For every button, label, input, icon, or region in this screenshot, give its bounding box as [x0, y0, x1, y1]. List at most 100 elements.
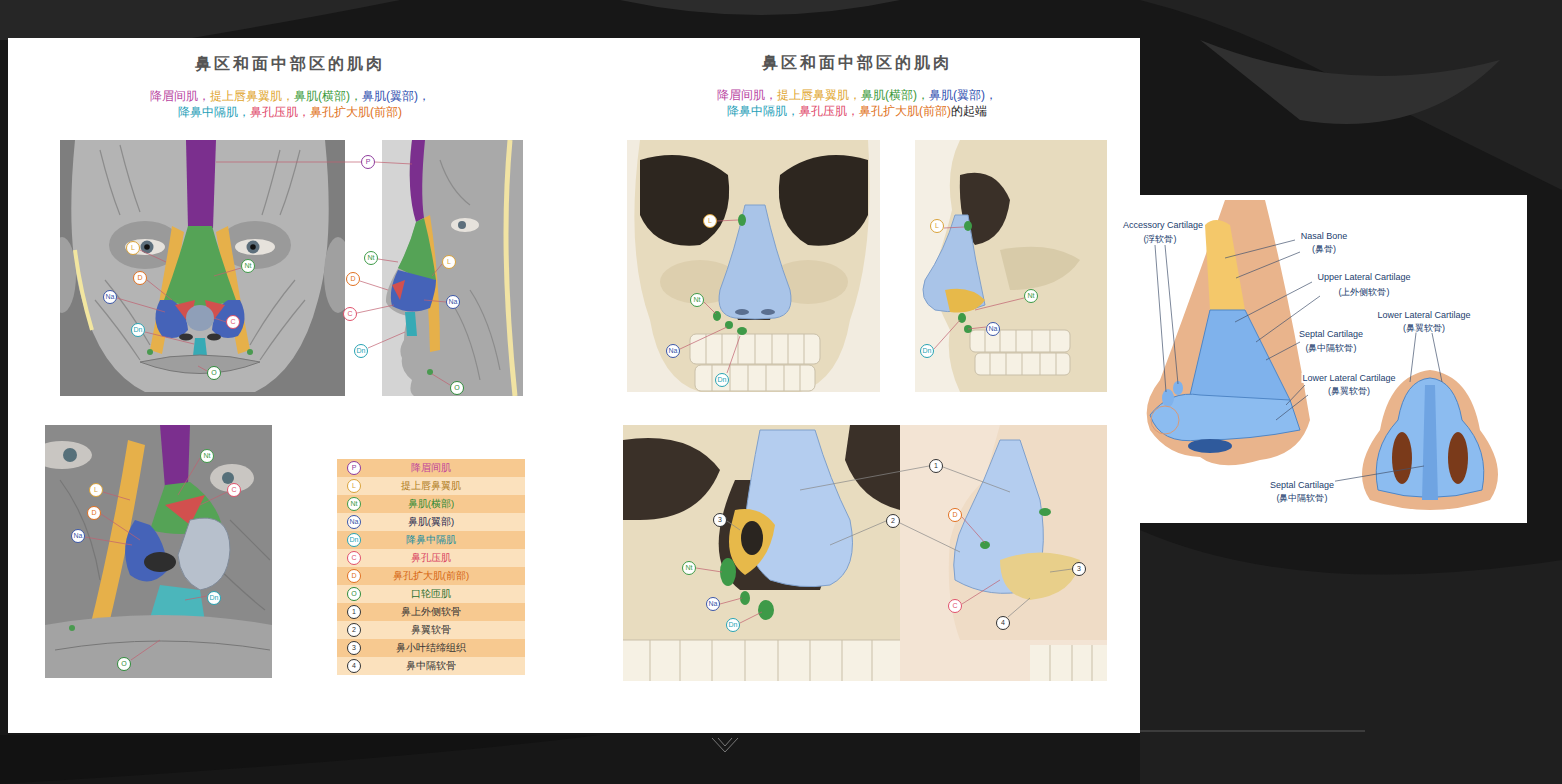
nose-closeup	[160, 425, 190, 488]
callout-letter: O	[207, 366, 221, 380]
leader-line	[1266, 342, 1300, 360]
face-profile	[458, 221, 466, 229]
background	[712, 738, 738, 752]
leader-line	[85, 458, 227, 660]
callout-letter: Nt	[241, 259, 255, 273]
part-label: (浮软骨)	[1143, 234, 1178, 244]
cartilage-diagram	[1448, 432, 1468, 484]
face-front	[60, 237, 76, 313]
face-front	[207, 334, 221, 341]
face-front	[164, 226, 236, 306]
table-key: L	[347, 479, 361, 493]
legend-table-rows	[337, 567, 525, 585]
face-front	[247, 241, 260, 254]
callout-letter: C	[226, 315, 240, 329]
face-front	[141, 241, 154, 254]
nose-closeup	[55, 641, 270, 650]
face-front	[324, 237, 345, 313]
face-profile	[382, 140, 523, 396]
callout-letter: Dn	[131, 323, 145, 337]
skull-front	[695, 365, 815, 391]
legend-table-rows	[337, 621, 525, 639]
skull-closeup	[623, 425, 1107, 681]
subtitle-term: 鼻肌(翼部)，	[362, 89, 430, 103]
callout-letter: Na	[666, 344, 680, 358]
part-label: (鼻骨)	[1311, 244, 1337, 254]
skull-closeup	[623, 425, 900, 681]
part-label: (鼻翼软骨)	[1327, 386, 1371, 396]
subtitle-term: 鼻孔压肌，	[799, 104, 859, 118]
callout-letter: O	[117, 657, 131, 671]
callout-letter: C	[343, 307, 357, 321]
skull-front	[725, 321, 733, 329]
table-cell: 鼻孔扩大肌(前部)	[393, 570, 469, 583]
nose-closeup	[45, 425, 272, 678]
face-front	[179, 334, 193, 341]
skull-closeup	[1000, 553, 1080, 601]
face-front	[140, 355, 260, 374]
cartilage-diagram	[1422, 385, 1438, 500]
callout-letter: L	[703, 214, 717, 228]
cartilage-diagram	[1392, 432, 1412, 484]
callout-letter: 4	[996, 616, 1010, 630]
subtitle-term: 提上唇鼻翼肌，	[777, 88, 861, 102]
nose-closeup	[45, 441, 92, 469]
callout-letter: C	[227, 483, 241, 497]
callout-letter: Na	[71, 529, 85, 543]
leader-line	[1225, 240, 1300, 278]
nose-closeup	[144, 552, 176, 572]
legend-table-rows	[337, 513, 525, 531]
leader-line	[727, 466, 1072, 617]
panel-title: 鼻区和面中部区的肌肉	[195, 54, 385, 75]
part-label: Accessory Cartilage	[1122, 220, 1204, 230]
background	[620, 0, 900, 15]
legend-table-rows	[337, 585, 525, 603]
legend-table-rows	[337, 459, 525, 675]
background	[1140, 0, 1562, 190]
subtitle-term: 的起端	[951, 104, 987, 118]
part-label: Lower Lateral Cartilage	[1301, 373, 1396, 383]
face-front	[147, 349, 153, 355]
panel	[8, 38, 1140, 733]
nose-closeup	[178, 518, 230, 590]
skull-closeup	[623, 425, 1107, 681]
callout-letter: Dn	[715, 373, 729, 387]
callout-letter: O	[450, 381, 464, 395]
nose-closeup	[45, 615, 272, 678]
skull-front	[761, 309, 775, 315]
skull-closeup	[949, 425, 1107, 640]
skull-side	[964, 221, 972, 231]
subtitle-line: 降眉间肌，提上唇鼻翼肌，鼻肌(横部)，鼻肌(翼部)，	[717, 88, 997, 102]
table-key: C	[347, 551, 361, 565]
face-front	[250, 244, 256, 250]
leader-line	[727, 466, 1072, 617]
subtitle-term: 降鼻中隔肌，	[727, 104, 799, 118]
subtitle-line: 降眉间肌，提上唇鼻翼肌，鼻肌(横部)，鼻肌(翼部)，	[150, 89, 430, 103]
table-cell: 鼻小叶结缔组织	[396, 642, 466, 655]
part-label: Upper Lateral Cartilage	[1316, 272, 1411, 282]
cartilage-diagram	[1162, 389, 1174, 407]
callout-letter: D	[87, 506, 101, 520]
callout-letter: 3	[713, 513, 727, 527]
background	[0, 735, 600, 784]
part-label: Septal Cartilage	[1269, 480, 1335, 490]
part-label: Lower Lateral Cartilage	[1376, 310, 1471, 320]
cartilage-diagram	[1362, 370, 1498, 510]
skull-closeup	[1030, 645, 1107, 681]
subtitle-term: 鼻肌(横部)，	[861, 88, 929, 102]
skull-front	[706, 334, 804, 391]
table-cell: 口轮匝肌	[411, 588, 451, 601]
skull-side	[1000, 247, 1080, 290]
callout-letter: Dn	[726, 618, 740, 632]
background	[0, 0, 400, 40]
face-profile	[392, 280, 405, 300]
leader-line	[1330, 466, 1424, 482]
leader-line	[1155, 240, 1442, 482]
face-profile	[440, 160, 500, 380]
table-key: D	[347, 569, 361, 583]
skull-side	[985, 330, 1056, 375]
face-profile	[405, 312, 417, 336]
skull-front	[634, 140, 869, 392]
skull-closeup	[900, 425, 1107, 681]
